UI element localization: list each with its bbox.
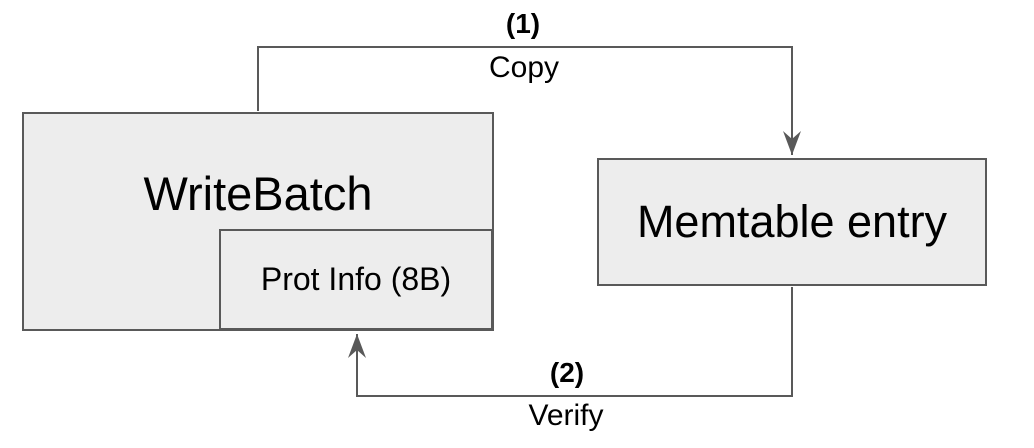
node-prot-info: Prot Info (8B) [219,229,493,330]
copy-edge-step-number: (1) [505,8,541,39]
verify-edge-step-number: (2) [549,357,585,388]
node-writebatch-label: WriteBatch [143,166,373,220]
node-memtable-entry-label: Memtable entry [636,196,948,247]
copy-edge-label: Copy [488,51,560,84]
node-memtable-entry: Memtable entry [597,158,987,286]
verify-edge-label: Verify [528,399,604,432]
node-prot-info-label: Prot Info (8B) [260,261,452,297]
